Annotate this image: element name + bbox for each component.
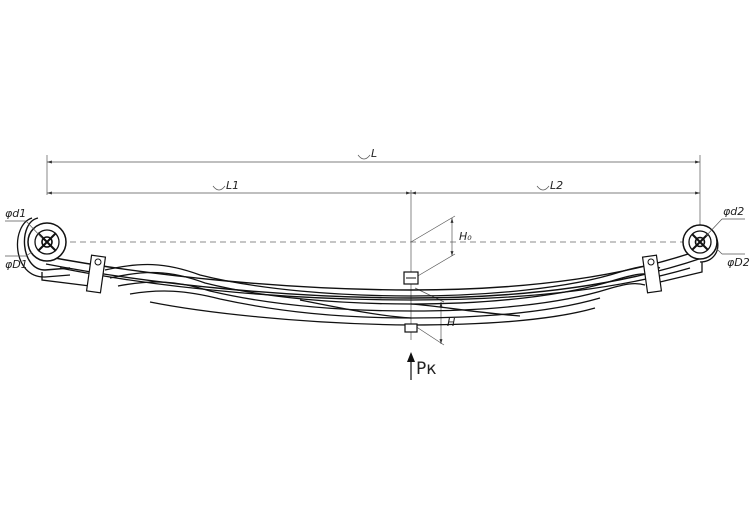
dimension-L2: L2 bbox=[411, 179, 700, 195]
load-arrow: Pк bbox=[407, 352, 437, 380]
dimension-label-H0: H₀ bbox=[459, 230, 472, 243]
dimension-H0: H₀ bbox=[410, 215, 472, 281]
dimension-L1: L1 bbox=[47, 179, 411, 195]
dimension-label-L2: L2 bbox=[550, 179, 563, 192]
left-clamp bbox=[85, 254, 107, 294]
right-eye-labels: φd2 φD2 bbox=[705, 205, 750, 269]
label-D1: φD1 bbox=[5, 258, 28, 271]
center-bolt bbox=[403, 271, 419, 333]
right-clamp bbox=[641, 254, 663, 294]
dimension-label-L1: L1 bbox=[226, 179, 239, 192]
label-d1: φd1 bbox=[5, 207, 26, 220]
dimension-label-H: H bbox=[447, 316, 455, 329]
spring-leaves bbox=[41, 249, 703, 326]
label-d2: φd2 bbox=[723, 205, 744, 218]
label-D2: φD2 bbox=[727, 256, 750, 269]
left-eye bbox=[16, 217, 71, 278]
right-eye bbox=[682, 224, 719, 263]
left-eye-labels: φd1 φD1 bbox=[5, 207, 43, 271]
label-load-PK: Pк bbox=[416, 359, 437, 379]
dimension-label-L: L bbox=[371, 147, 377, 160]
dimension-L: L bbox=[46, 147, 701, 230]
